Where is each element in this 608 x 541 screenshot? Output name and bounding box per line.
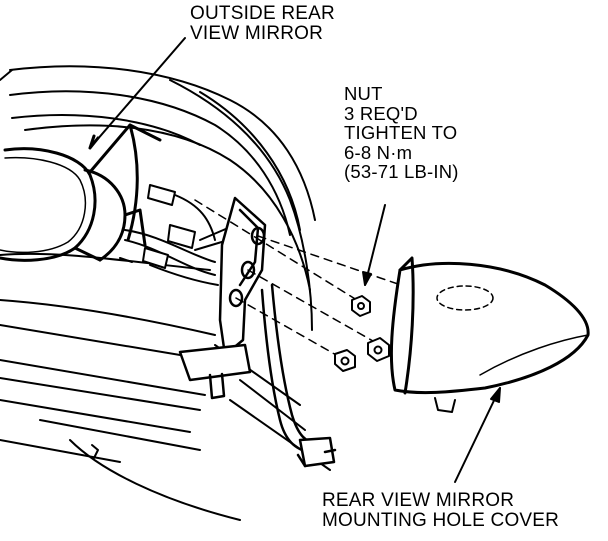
nut-label-line3: TIGHTEN TO (344, 122, 458, 143)
mounting-hole-cover-label: REAR VIEW MIRROR MOUNTING HOLE COVER (322, 491, 559, 531)
leader-arrows (88, 37, 501, 483)
nut-label-line2: 3 REQ'D (344, 102, 418, 124)
alignment-lines (194, 199, 431, 361)
door-frame (0, 65, 316, 331)
nut-label-line4: 6-8 N·m (344, 141, 413, 163)
outside-mirror-label-line2: VIEW MIRROR (190, 23, 324, 44)
nuts (334, 295, 390, 372)
small-details (91, 257, 133, 459)
nut-label-line1: NUT (344, 83, 383, 104)
wire-harness (124, 184, 236, 286)
nut-upper (351, 295, 371, 317)
mirror-head (0, 123, 162, 262)
nut-lower (334, 349, 356, 372)
cover-label-line2: MOUNTING HOLE COVER (322, 510, 560, 531)
outside-mirror-label-line1: OUTSIDE REAR (190, 3, 335, 24)
mounting-hole-cover (389, 256, 590, 413)
door-edge-channel (260, 283, 337, 468)
nut-label: NUT 3 REQ'D TIGHTEN TO 6-8 N·m (53-71 LB… (344, 84, 459, 182)
nut-label-line5: (53-71 LB-IN) (344, 161, 459, 182)
cover-label-line1: REAR VIEW MIRROR (322, 490, 515, 511)
mounting-bracket (178, 196, 267, 400)
door-body-lines (0, 252, 331, 521)
nut-middle (367, 337, 390, 362)
outside-mirror-label: OUTSIDE REAR VIEW MIRROR (190, 4, 335, 44)
